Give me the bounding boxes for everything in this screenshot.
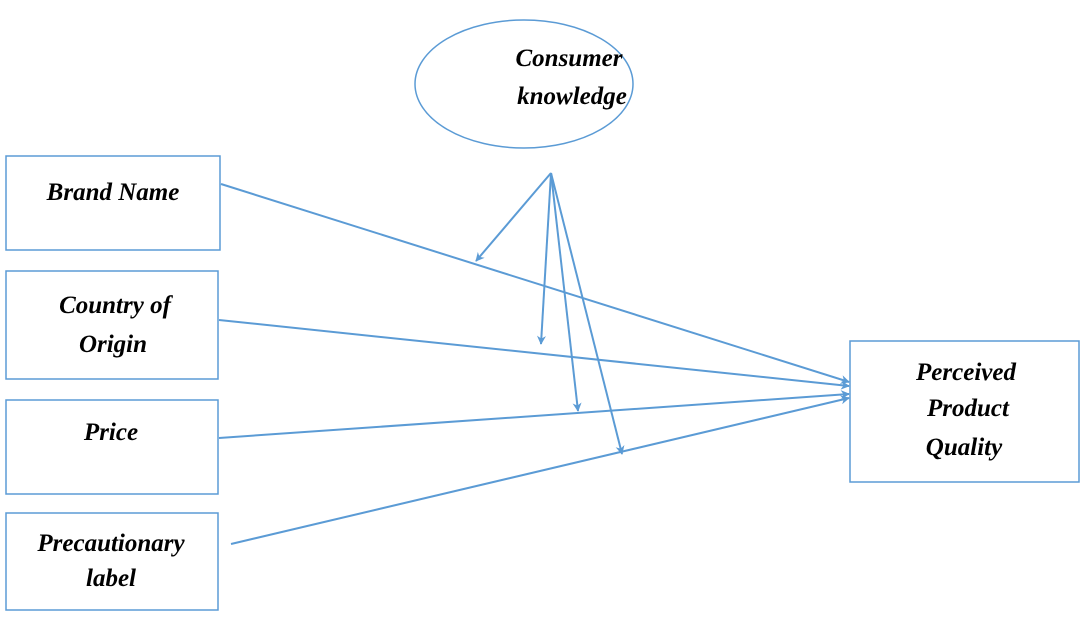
iv-box	[5, 155, 221, 251]
iv-node-price: Price	[5, 399, 219, 495]
moderator-label-line2: knowledge	[517, 83, 627, 110]
dv-label-line1: Perceived	[915, 359, 1016, 386]
dv-node-perceived-product-quality: Perceived Product Quality	[849, 340, 1080, 483]
iv-label-line2: label	[86, 565, 136, 592]
iv-node-country-of-origin: Country of Origin	[5, 270, 219, 380]
dv-label-line2: Product	[926, 395, 1010, 422]
moderator-arrow-country-of-origin-path	[536, 172, 552, 345]
iv-label-line1: Brand Name	[46, 179, 180, 206]
iv-node-brand-name: Brand Name	[5, 155, 221, 251]
iv-node-precautionary-label: Precautionary label	[5, 512, 219, 611]
moderator-label-line1: Consumer	[516, 45, 623, 72]
iv-box	[5, 399, 219, 495]
arrow-country-of-origin-to-quality	[218, 319, 850, 390]
dv-box	[849, 340, 1080, 483]
iv-label-line2: Origin	[79, 331, 147, 358]
iv-label-line1: Precautionary	[36, 530, 185, 557]
moderator-arrow-price-path	[550, 172, 582, 412]
arrow-brand-name-to-quality	[220, 183, 850, 384]
moderator-node-consumer-knowledge: Consumer knowledge	[414, 19, 634, 149]
iv-box	[5, 270, 219, 380]
iv-label-line1: Country of	[59, 292, 174, 319]
arrow-precautionary-label-to-quality	[230, 395, 850, 545]
iv-box	[5, 512, 219, 611]
iv-label-line1: Price	[83, 419, 138, 446]
moderator-arrow-precautionary-label-path	[550, 172, 625, 455]
moderator-ellipse	[414, 19, 634, 149]
moderator-arrow-brand-name-path	[475, 172, 552, 262]
dv-label-line3: Quality	[926, 434, 1003, 461]
arrow-price-to-quality	[218, 390, 850, 439]
